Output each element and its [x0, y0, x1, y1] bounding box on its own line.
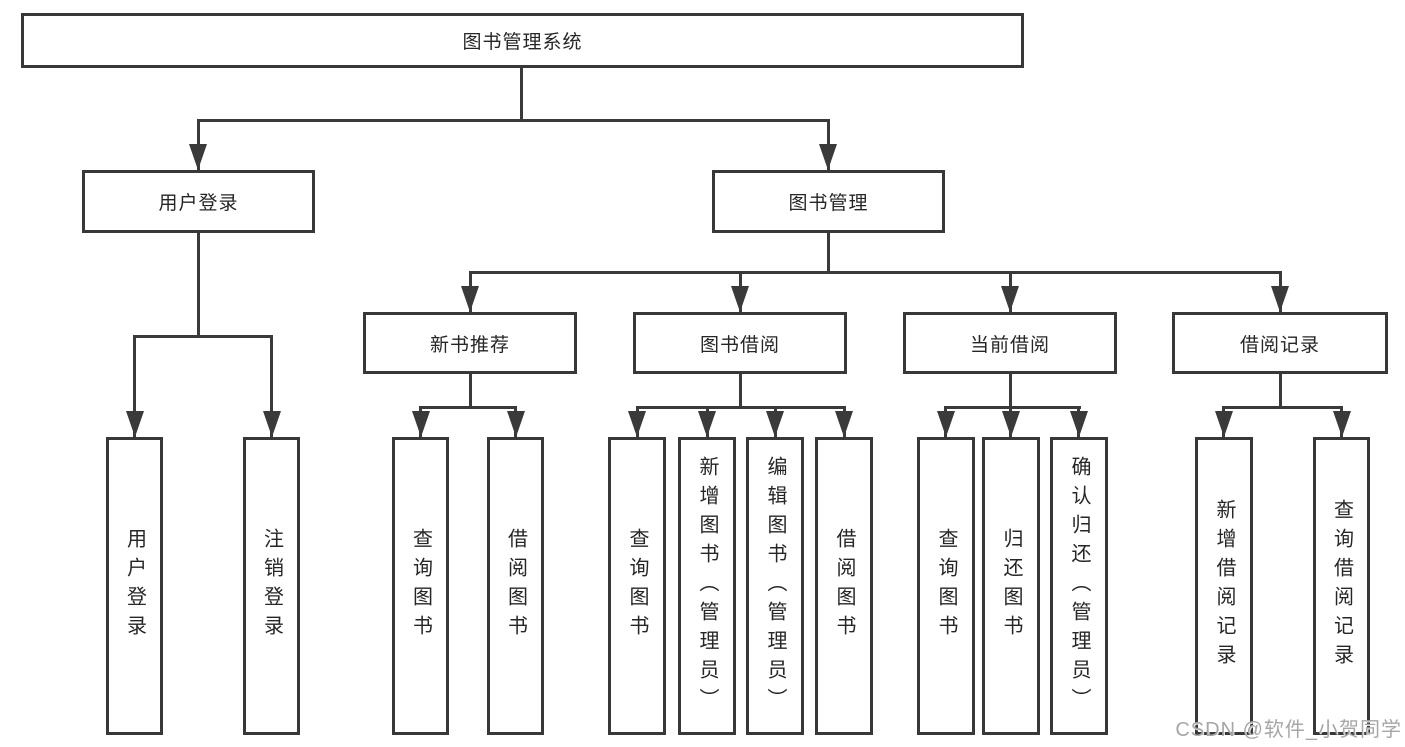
leaf-edit-book-admin-label: 编辑图书（管理员） — [764, 455, 786, 717]
arrow-down-icon — [766, 411, 784, 437]
node-new-book-recommend-label: 新书推荐 — [429, 334, 510, 356]
connector-hline — [419, 406, 517, 409]
leaf-query-borrow-record: 查询借阅记录 — [1313, 437, 1370, 735]
arrow-down-icon — [1070, 411, 1088, 437]
node-book-management-label: 图书管理 — [788, 193, 869, 214]
node-current-borrow: 当前借阅 — [903, 312, 1117, 374]
connector-hline — [133, 335, 273, 338]
connector-stem — [520, 68, 523, 119]
connector-stem — [197, 233, 200, 335]
leaf-borrow-book-label: 借阅图书 — [833, 528, 855, 644]
arrow-down-icon — [819, 144, 837, 170]
arrow-down-icon — [835, 411, 853, 437]
node-book-management: 图书管理 — [712, 170, 945, 233]
arrow-down-icon — [628, 411, 646, 437]
leaf-borrow-query-book-label: 查询图书 — [626, 528, 648, 644]
leaf-borrow-book: 借阅图书 — [815, 437, 873, 735]
leaf-user-login: 用户登录 — [106, 437, 163, 735]
connector-hline — [636, 406, 845, 409]
node-new-book-recommend: 新书推荐 — [363, 312, 577, 374]
node-library-system: 图书管理系统 — [21, 13, 1024, 68]
connector-hline — [469, 271, 1281, 274]
connector-stem — [739, 374, 742, 406]
arrow-down-icon — [1001, 286, 1019, 312]
leaf-logout: 注销登录 — [243, 437, 300, 735]
leaf-user-login-label: 用户登录 — [123, 528, 146, 644]
arrow-down-icon — [412, 411, 430, 437]
arrow-down-icon — [461, 286, 479, 312]
connector-stem — [1009, 374, 1012, 406]
arrow-down-icon — [698, 411, 716, 437]
leaf-confirm-return-admin: 确认归还（管理员） — [1050, 437, 1108, 735]
arrow-down-icon — [189, 144, 207, 170]
leaf-borrow-query-book: 查询图书 — [608, 437, 666, 735]
arrow-down-icon — [263, 411, 281, 437]
arrow-down-icon — [1002, 411, 1020, 437]
connector-shaft — [270, 335, 273, 437]
leaf-add-book-admin: 新增图书（管理员） — [678, 437, 736, 735]
leaf-logout-label: 注销登录 — [260, 528, 283, 644]
node-library-system-label: 图书管理系统 — [462, 32, 583, 53]
arrow-down-icon — [1333, 411, 1351, 437]
arrow-down-icon — [1215, 411, 1233, 437]
leaf-add-borrow-record: 新增借阅记录 — [1195, 437, 1253, 735]
arrow-down-icon — [731, 286, 749, 312]
leaf-return-book-label: 归还图书 — [1000, 528, 1022, 644]
node-user-login: 用户登录 — [82, 170, 315, 233]
leaf-recommend-query-book-label: 查询图书 — [409, 528, 432, 644]
connector-stem — [469, 374, 472, 406]
connector-stem — [1279, 374, 1282, 406]
node-borrow-record-label: 借阅记录 — [1239, 334, 1320, 356]
arrow-down-icon — [507, 411, 525, 437]
connector-hline — [197, 119, 830, 122]
leaf-return-book: 归还图书 — [982, 437, 1040, 735]
leaf-current-query-book-label: 查询图书 — [935, 528, 957, 644]
leaf-add-book-admin-label: 新增图书（管理员） — [696, 455, 718, 717]
leaf-add-borrow-record-label: 新增借阅记录 — [1213, 499, 1235, 673]
leaf-current-query-book: 查询图书 — [917, 437, 975, 735]
arrow-down-icon — [126, 411, 144, 437]
leaf-recommend-borrow-book-label: 借阅图书 — [504, 528, 527, 644]
connector-shaft — [133, 335, 136, 437]
leaf-recommend-borrow-book: 借阅图书 — [487, 437, 544, 735]
connector-stem — [827, 233, 830, 271]
csdn-watermark: CSDN @软件_小贺同学 — [1175, 719, 1402, 741]
arrow-down-icon — [937, 411, 955, 437]
node-book-borrow: 图书借阅 — [633, 312, 847, 374]
node-book-borrow-label: 图书借阅 — [699, 334, 780, 356]
connector-hline — [1222, 406, 1343, 409]
leaf-query-borrow-record-label: 查询借阅记录 — [1330, 499, 1353, 673]
arrow-down-icon — [1271, 286, 1289, 312]
connector-hline — [944, 406, 1081, 409]
leaf-recommend-query-book: 查询图书 — [392, 437, 449, 735]
node-user-login-label: 用户登录 — [158, 193, 239, 214]
node-current-borrow-label: 当前借阅 — [969, 334, 1050, 356]
leaf-confirm-return-admin-label: 确认归还（管理员） — [1068, 455, 1090, 717]
leaf-edit-book-admin: 编辑图书（管理员） — [746, 437, 804, 735]
node-borrow-record: 借阅记录 — [1172, 312, 1388, 374]
